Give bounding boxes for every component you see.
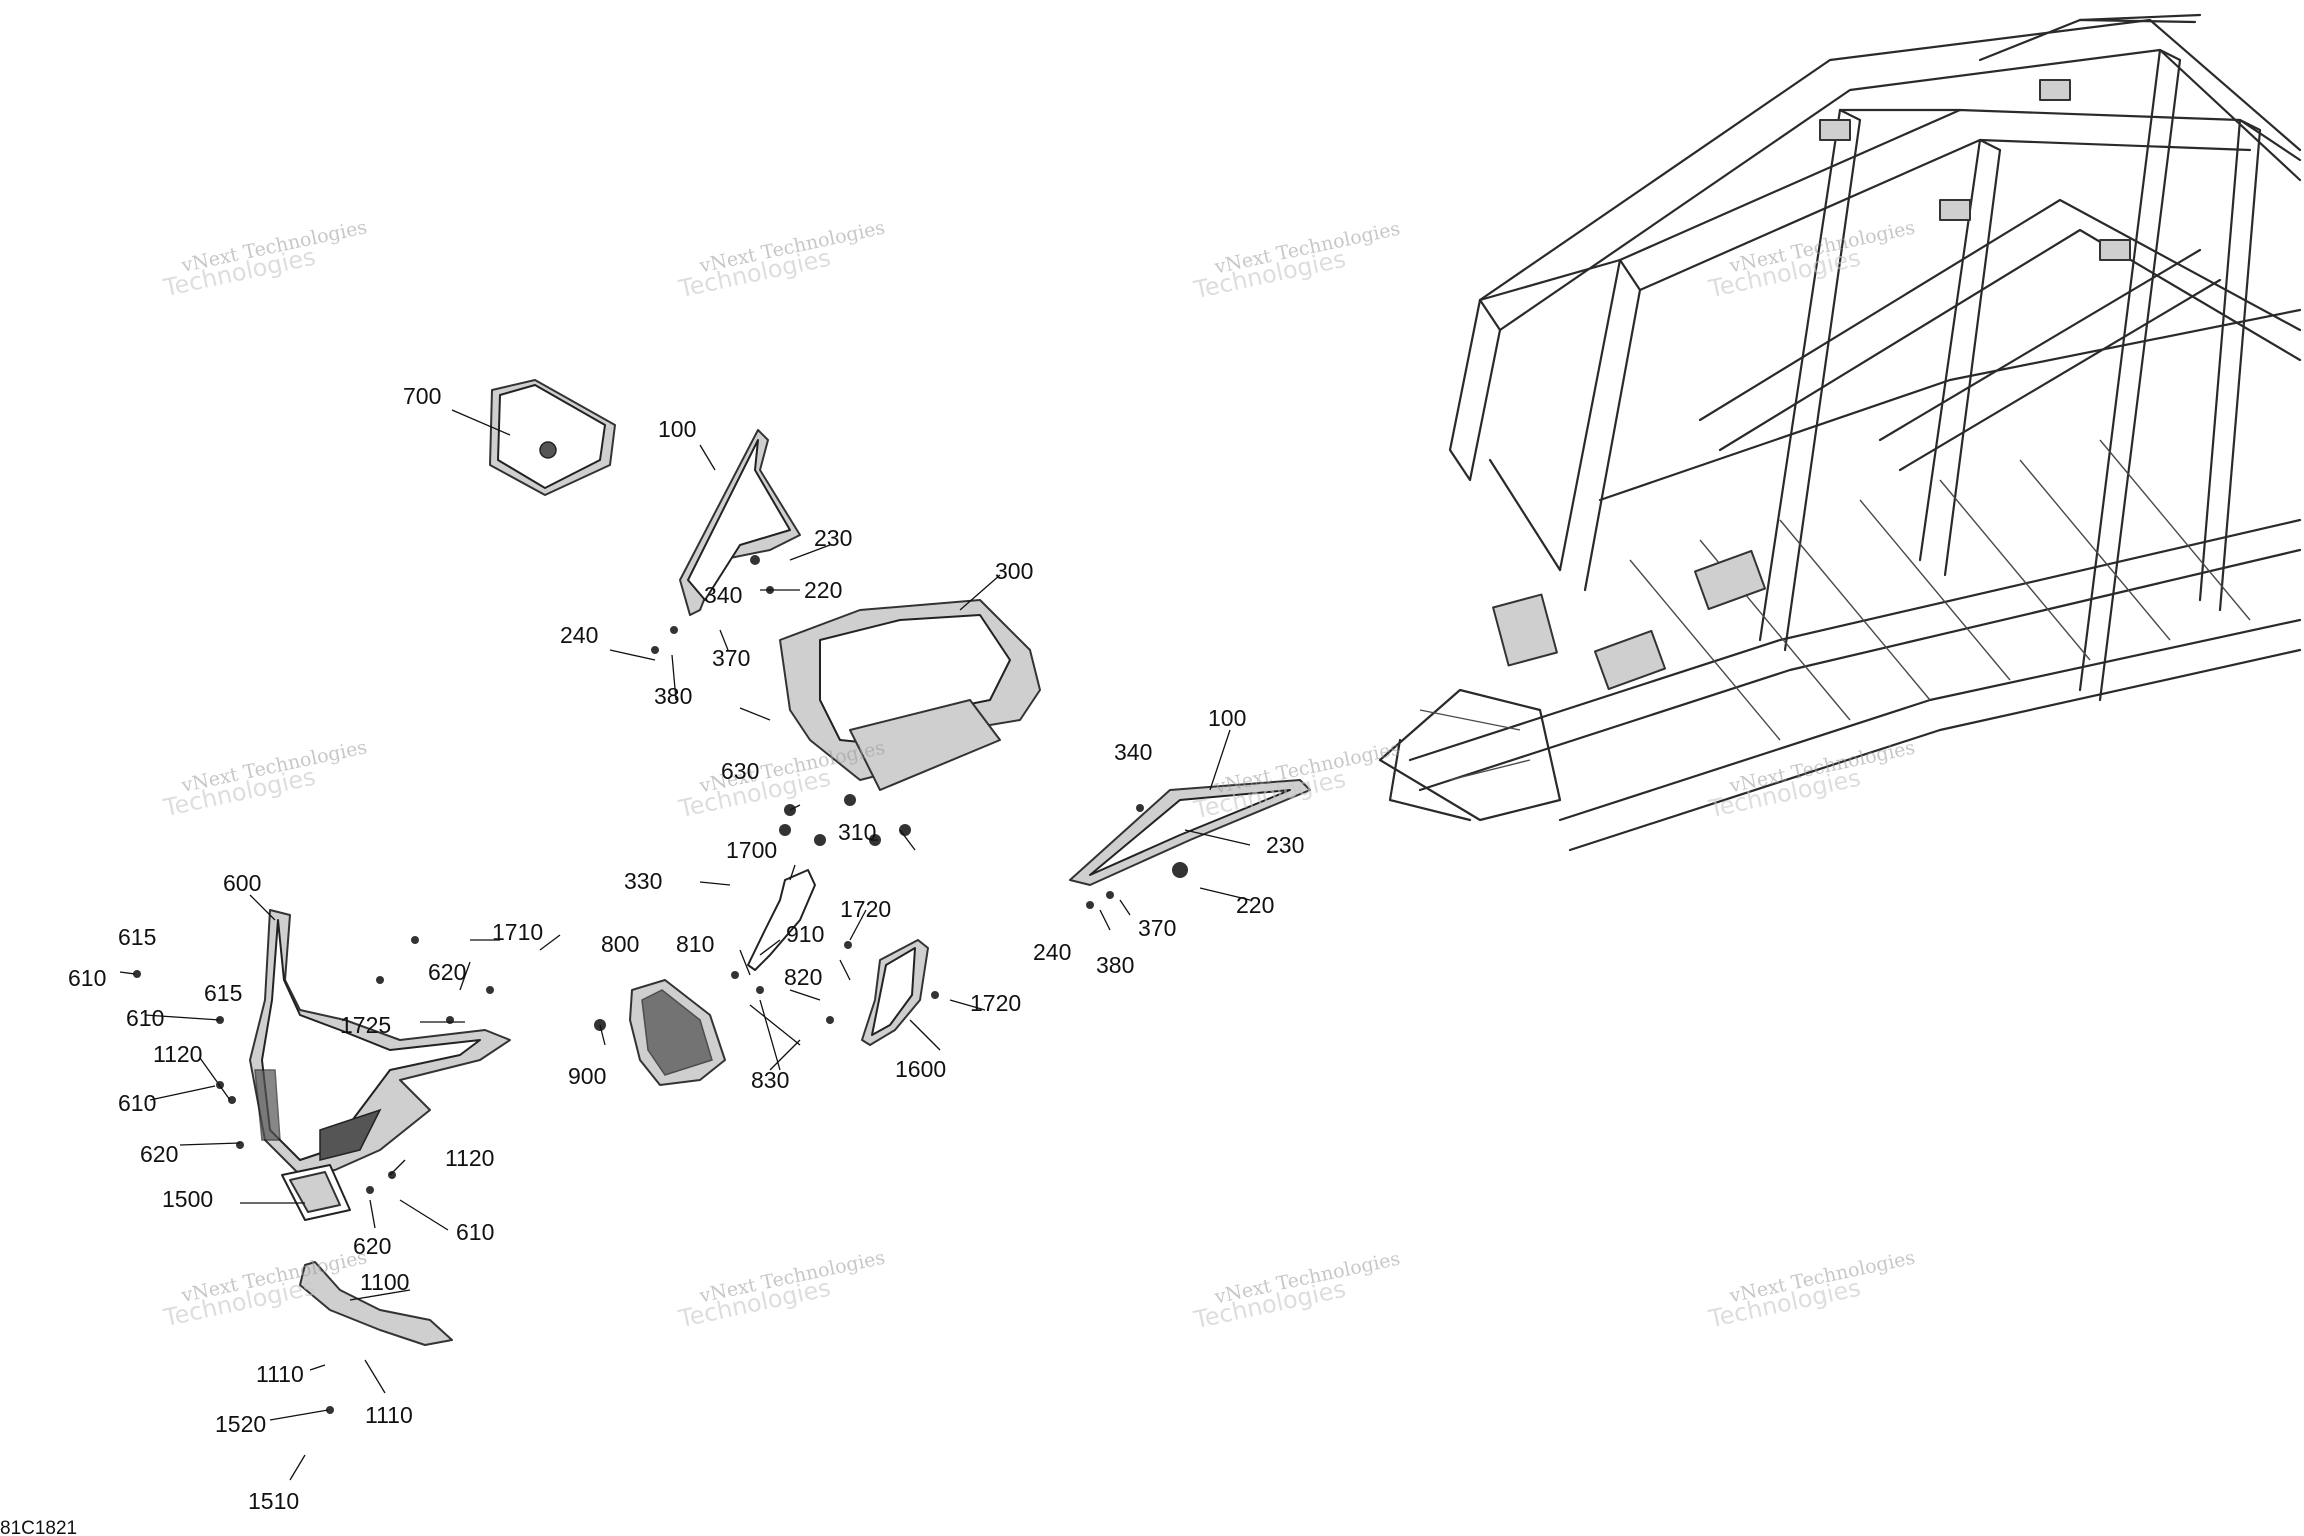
callout-810: 810 bbox=[676, 931, 714, 957]
callout-620-a: 620 bbox=[428, 959, 466, 985]
part-1600-bracket bbox=[861, 939, 929, 1046]
watermark-8: Technologies vNext Technologies bbox=[1705, 737, 1917, 824]
callout-1720-b: 1720 bbox=[970, 990, 1021, 1016]
callout-1520: 1520 bbox=[215, 1411, 266, 1437]
callout-380-b: 380 bbox=[1096, 952, 1134, 978]
callout-300: 300 bbox=[995, 558, 1033, 584]
callout-700: 700 bbox=[403, 383, 441, 409]
callout-1120-a: 1120 bbox=[153, 1041, 202, 1067]
callout-1710: 1710 bbox=[492, 919, 543, 945]
part-800-grille bbox=[629, 979, 726, 1086]
callout-620-b: 620 bbox=[140, 1141, 178, 1167]
callout-230-b: 230 bbox=[1266, 832, 1304, 858]
part-600-fascia bbox=[249, 909, 511, 1176]
part-1500-plate bbox=[281, 1164, 351, 1221]
reference-code: 81C1821 bbox=[0, 1518, 77, 1536]
callout-1110-a: 1110 bbox=[256, 1361, 304, 1387]
callout-900: 900 bbox=[568, 1063, 606, 1089]
part-300-dash bbox=[779, 599, 1041, 791]
part-1100-lip bbox=[299, 1261, 453, 1346]
callout-610-c: 610 bbox=[118, 1090, 156, 1116]
callout-1100: 1100 bbox=[360, 1269, 409, 1295]
part-700-cover bbox=[489, 379, 616, 496]
callout-800: 800 bbox=[601, 931, 639, 957]
watermark-10: Technologies vNext Technologies bbox=[675, 1247, 887, 1334]
callout-240-b: 240 bbox=[1033, 939, 1071, 965]
watermark-1: Technologies vNext Technologies bbox=[160, 216, 369, 302]
callout-370: 370 bbox=[712, 645, 750, 671]
watermark-5: Technologies vNext Technologies bbox=[160, 736, 369, 822]
callout-1720: 1720 bbox=[840, 896, 891, 922]
callout-100-b: 100 bbox=[1208, 705, 1246, 731]
fasteners bbox=[133, 555, 1188, 1414]
callout-1700: 1700 bbox=[726, 837, 777, 863]
callout-630: 630 bbox=[721, 758, 759, 784]
watermark-11: Technologies vNext Technologies bbox=[1191, 1248, 1403, 1335]
callout-220: 220 bbox=[804, 577, 842, 603]
callout-910: 910 bbox=[786, 921, 824, 947]
callout-370-b: 370 bbox=[1138, 915, 1176, 941]
callout-1725: 1725 bbox=[340, 1012, 391, 1038]
callout-620-c: 620 bbox=[353, 1233, 391, 1259]
callout-615-a: 615 bbox=[118, 924, 156, 950]
part-100-panel-upper bbox=[679, 429, 801, 616]
callout-labels-extra: 610 615 610 620 1120 610 620 1110 1720 bbox=[118, 980, 1021, 1428]
part-100-panel-right bbox=[1069, 779, 1311, 886]
callout-610-b: 610 bbox=[126, 1005, 164, 1031]
callout-330: 330 bbox=[624, 868, 662, 894]
callout-1110-b: 1110 bbox=[365, 1402, 413, 1428]
callout-820: 820 bbox=[784, 964, 822, 990]
part-1700-bracket bbox=[747, 869, 816, 971]
callout-830: 830 bbox=[751, 1067, 789, 1093]
callout-1600: 1600 bbox=[895, 1056, 946, 1082]
watermark-2: Technologies vNext Technologies bbox=[675, 217, 887, 304]
watermark-12: Technologies vNext Technologies bbox=[1705, 1247, 1917, 1334]
callout-100: 100 bbox=[658, 416, 696, 442]
callout-1510: 1510 bbox=[248, 1488, 299, 1514]
callout-230: 230 bbox=[814, 525, 852, 551]
callout-1120-b: 1120 bbox=[445, 1145, 494, 1171]
vehicle-frame bbox=[1378, 13, 2302, 852]
callout-380: 380 bbox=[654, 683, 692, 709]
callout-610-a: 610 bbox=[68, 965, 106, 991]
watermark-9: Technologies vNext Technologies bbox=[160, 1246, 369, 1332]
callout-310: 310 bbox=[838, 819, 876, 845]
callout-220-b: 220 bbox=[1236, 892, 1274, 918]
callout-1500: 1500 bbox=[162, 1186, 213, 1212]
leader-lines bbox=[119, 409, 1251, 1481]
callout-615-b: 615 bbox=[204, 980, 242, 1006]
callout-240: 240 bbox=[560, 622, 598, 648]
callout-610-d: 610 bbox=[456, 1219, 494, 1245]
watermark-7: Technologies vNext Technologies bbox=[1191, 738, 1403, 825]
callout-340: 340 bbox=[704, 582, 742, 608]
watermark-3: Technologies vNext Technologies bbox=[1191, 218, 1403, 305]
callout-340-b: 340 bbox=[1114, 739, 1152, 765]
callout-labels: 700 100 230 340 220 300 240 370 380 630 … bbox=[68, 383, 1304, 1514]
callout-600: 600 bbox=[223, 870, 261, 896]
